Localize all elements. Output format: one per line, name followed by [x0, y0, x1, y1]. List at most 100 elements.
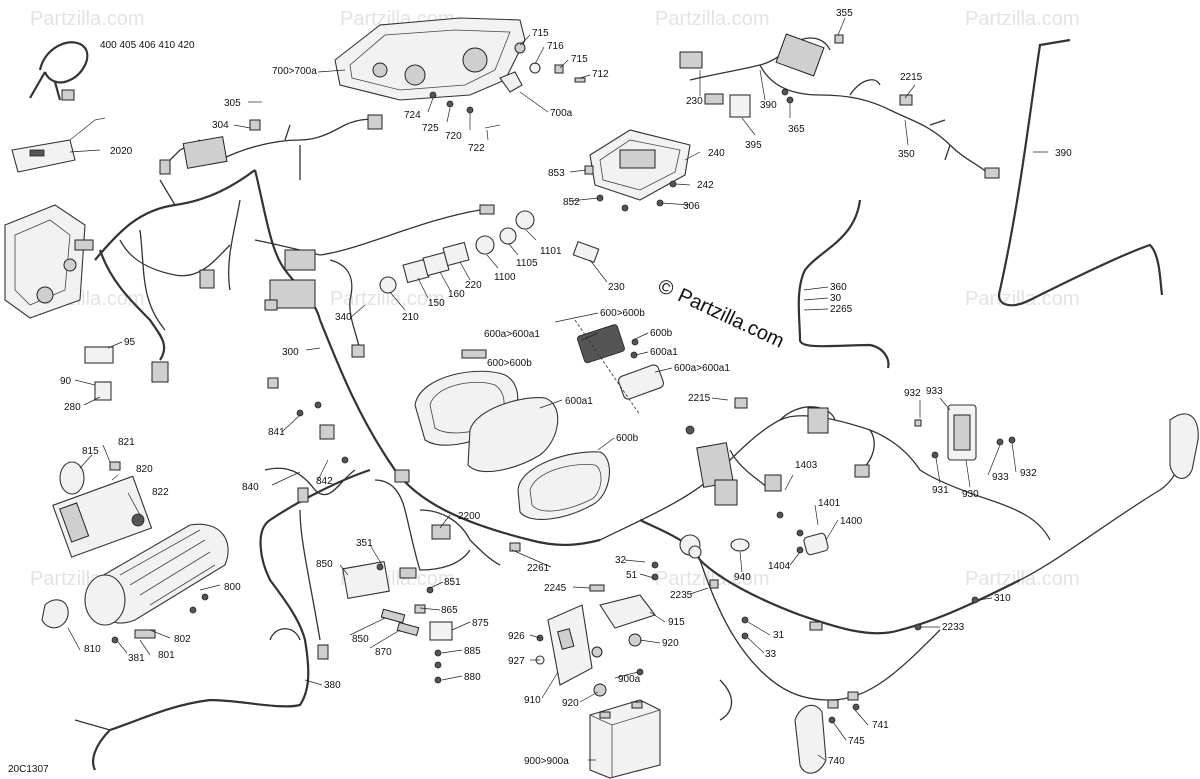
callout-label: 740: [828, 756, 845, 767]
callout-label: 2233: [942, 622, 965, 633]
callout-label: 1400: [840, 516, 863, 527]
callout-label: 305: [224, 98, 241, 109]
callout-label: 2265: [830, 304, 853, 315]
callout-label: 933: [926, 386, 943, 397]
harness-2200: [342, 469, 501, 600]
callout-label: 306: [683, 201, 700, 212]
part-940: [730, 538, 750, 552]
callout-label: 880: [464, 672, 481, 683]
callout-label: 820: [136, 464, 153, 475]
headlight-top: [334, 17, 526, 101]
callout-label: 280: [64, 402, 81, 413]
connector-95-90: [84, 346, 114, 401]
callout-label: 600>600b: [487, 358, 532, 369]
callout-label: 801: [158, 650, 175, 661]
callout-label: 95: [124, 337, 136, 348]
fuse-holder-740: [794, 691, 860, 774]
watermark: Partzilla.com: [965, 8, 1079, 30]
callout-label: 1401: [818, 498, 841, 509]
callout-label: 600b: [650, 328, 673, 339]
callout-label: 600b: [616, 433, 639, 444]
callout-label: 30: [830, 293, 842, 304]
key-fob-2020: [11, 117, 106, 173]
callout-label: 33: [765, 649, 777, 660]
switches-210-220: [379, 210, 600, 294]
callout-label: 822: [152, 487, 169, 498]
right-end-part-310: [1169, 413, 1199, 479]
sensor-1400: [776, 511, 829, 556]
misc-fasteners: [685, 425, 979, 640]
callout-label: 230: [608, 282, 625, 293]
relays-850-880: [380, 604, 453, 684]
watermark: Partzilla.com: [655, 8, 769, 30]
svg-text:©: ©: [654, 275, 677, 301]
callout-label: 600a>600a1: [674, 363, 730, 374]
callout-label: 875: [472, 618, 489, 629]
headlight-left: [4, 204, 94, 319]
callout-label: 1404: [768, 561, 791, 572]
partzilla-stamp: © Partzilla.com: [654, 275, 787, 353]
callout-label: 841: [268, 427, 285, 438]
callout-label: 600>600b: [600, 308, 645, 319]
callout-label: 2200: [458, 511, 481, 522]
wire-390: [997, 38, 1164, 307]
callout-label: 715: [532, 28, 549, 39]
callout-label: 815: [82, 446, 99, 457]
battery-900: [589, 668, 661, 779]
watermark: Partzilla.com: [30, 8, 144, 30]
watermark: Partzilla.com: [330, 288, 444, 310]
callout-label: 242: [697, 180, 714, 191]
watermark: Partzilla.com: [655, 568, 769, 590]
callout-label: 51: [626, 570, 638, 581]
fuse-box-930: [914, 404, 1016, 461]
callout-label: 927: [508, 656, 525, 667]
callout-label: 920: [562, 698, 579, 709]
callout-label: 310: [994, 593, 1011, 604]
gauge-cluster-600: [414, 319, 664, 521]
callout-label: 852: [563, 197, 580, 208]
callout-label: 712: [592, 69, 609, 80]
callout-label: 160: [448, 289, 465, 300]
callout-label: 210: [402, 312, 419, 323]
callout-label: 600a>600a1: [484, 329, 540, 340]
callout-label: 720: [445, 131, 462, 142]
callout-label: 230: [686, 96, 703, 107]
harness-right: [599, 397, 1181, 721]
callout-label: 150: [428, 298, 445, 309]
callout-label: 926: [508, 631, 525, 642]
battery-bracket-910: [535, 604, 607, 697]
callout-label: 810: [84, 644, 101, 655]
callout-label: 90: [60, 376, 72, 387]
callout-label: 1101: [540, 246, 562, 257]
callout-label: 933: [992, 472, 1009, 483]
callout-label: 842: [316, 476, 333, 487]
callout-label: 722: [468, 143, 485, 154]
module-240: [584, 129, 691, 212]
callout-label: 390: [1055, 148, 1072, 159]
callout-label: 380: [324, 680, 341, 691]
callout-label: 1403: [795, 460, 818, 471]
wire-380: [74, 377, 371, 771]
callout-label: 930: [962, 489, 979, 500]
callout-label: 300: [282, 347, 299, 358]
harness-350: [679, 33, 1000, 179]
callout-label: 741: [872, 720, 889, 731]
callout-label: 700a: [550, 108, 573, 119]
callout-label: 865: [441, 605, 458, 616]
callout-label: 885: [464, 646, 481, 657]
partzilla-stamp-text: Partzilla.com: [674, 284, 787, 352]
callout-label: 31: [773, 630, 785, 641]
callout-label: 932: [904, 388, 921, 399]
callout-label: 700>700a: [272, 66, 317, 77]
callout-label: 821: [118, 437, 135, 448]
callout-label: 725: [422, 123, 439, 134]
bulb-parts-700: [429, 42, 586, 129]
leader-lines: [67, 17, 1048, 761]
callout-label: 2020: [110, 146, 133, 157]
callout-label: 395: [745, 140, 762, 151]
callout-label: 2235: [670, 590, 693, 601]
callout-label: 716: [547, 41, 564, 52]
diagram-code: 20C1307: [8, 764, 49, 775]
callout-label: 365: [788, 124, 805, 135]
